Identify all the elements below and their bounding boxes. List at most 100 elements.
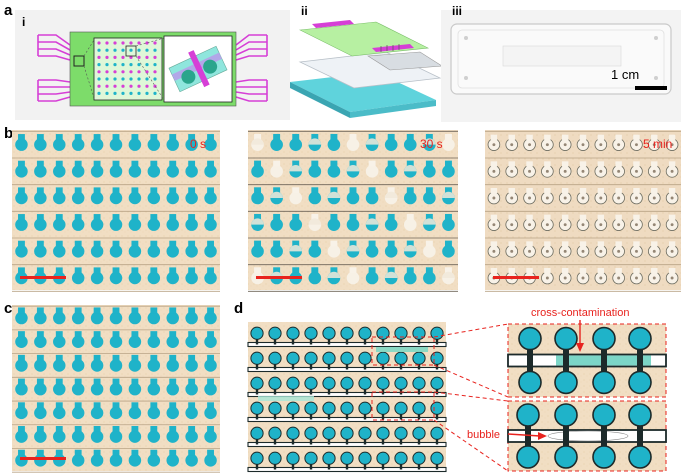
droplet bbox=[430, 401, 444, 415]
droplet bbox=[185, 406, 198, 420]
droplet bbox=[250, 451, 264, 465]
droplet bbox=[340, 401, 354, 415]
panel-d-zoom-bubble bbox=[507, 400, 667, 472]
droplet bbox=[71, 406, 85, 420]
droplet bbox=[204, 165, 217, 178]
droplet bbox=[322, 326, 336, 340]
droplet bbox=[592, 403, 616, 427]
mini-dot bbox=[121, 91, 125, 95]
mini-dot bbox=[97, 48, 101, 52]
droplet bbox=[592, 370, 616, 395]
droplet bbox=[358, 401, 372, 415]
mini-dot bbox=[137, 77, 141, 81]
droplet bbox=[204, 271, 217, 285]
droplet bbox=[185, 165, 198, 178]
droplet bbox=[412, 326, 426, 340]
droplet bbox=[304, 326, 318, 340]
droplet bbox=[166, 382, 179, 396]
droplet bbox=[53, 454, 66, 467]
droplet bbox=[412, 451, 426, 465]
droplet bbox=[128, 359, 142, 372]
droplet bbox=[204, 406, 217, 420]
mini-dot bbox=[97, 70, 101, 74]
droplet bbox=[71, 191, 85, 205]
droplet bbox=[166, 335, 179, 348]
droplet bbox=[128, 382, 142, 396]
droplet bbox=[90, 165, 104, 178]
droplet bbox=[128, 430, 142, 443]
mini-dot bbox=[145, 63, 149, 67]
droplet bbox=[289, 138, 303, 151]
mini-dot bbox=[97, 55, 101, 60]
droplet bbox=[592, 445, 616, 469]
mini-dot bbox=[121, 77, 125, 81]
droplet bbox=[554, 445, 578, 469]
panel-a-iii-photo: iii 1 cm bbox=[441, 4, 681, 122]
mini-dot bbox=[113, 41, 117, 45]
mini-dot bbox=[113, 84, 117, 88]
droplet bbox=[628, 370, 652, 395]
droplet bbox=[308, 271, 322, 285]
droplet bbox=[346, 191, 360, 205]
droplet bbox=[204, 359, 217, 372]
droplet bbox=[403, 218, 417, 231]
droplet bbox=[340, 451, 354, 465]
droplet bbox=[394, 326, 408, 340]
droplet bbox=[442, 245, 455, 258]
droplet bbox=[128, 218, 142, 231]
panel-c-array bbox=[12, 305, 220, 473]
droplet bbox=[166, 311, 179, 325]
droplet bbox=[34, 218, 47, 231]
droplet bbox=[376, 451, 390, 465]
droplet bbox=[128, 454, 142, 467]
droplet bbox=[251, 165, 264, 178]
droplet bbox=[268, 451, 282, 465]
scale-bar bbox=[635, 86, 667, 90]
panel-b-label: b bbox=[4, 125, 13, 142]
right-electrode-fan bbox=[235, 34, 268, 102]
droplet bbox=[147, 165, 161, 178]
zoom-connectors bbox=[371, 323, 509, 472]
droplet bbox=[346, 218, 360, 231]
droplet bbox=[34, 165, 47, 178]
mini-dot bbox=[113, 48, 117, 52]
droplet bbox=[376, 401, 390, 415]
mini-dot bbox=[105, 41, 109, 45]
droplet bbox=[128, 138, 142, 151]
droplet bbox=[90, 271, 104, 285]
mini-dot bbox=[97, 84, 101, 88]
droplet bbox=[34, 311, 47, 325]
droplet bbox=[289, 218, 303, 231]
droplet bbox=[53, 138, 66, 151]
droplet bbox=[90, 218, 104, 231]
droplet bbox=[384, 245, 398, 258]
droplet bbox=[185, 218, 198, 231]
droplet bbox=[384, 138, 398, 151]
droplet bbox=[109, 430, 123, 443]
scale-bar-label: 1 cm bbox=[611, 67, 639, 82]
droplet bbox=[327, 218, 341, 231]
droplet bbox=[251, 245, 264, 258]
droplet bbox=[71, 311, 85, 325]
droplet bbox=[109, 359, 123, 372]
mini-dot bbox=[137, 41, 141, 45]
droplet bbox=[71, 165, 85, 178]
left-electrode-fan bbox=[37, 34, 71, 102]
mini-dot bbox=[153, 55, 157, 60]
droplet bbox=[442, 218, 455, 231]
droplet bbox=[166, 359, 179, 372]
droplet bbox=[109, 218, 123, 231]
droplet bbox=[147, 382, 161, 396]
droplet bbox=[423, 191, 436, 205]
droplet bbox=[268, 376, 282, 390]
mini-dot bbox=[153, 77, 157, 81]
panel-d-zoom-cross-contamination bbox=[507, 323, 667, 398]
droplet bbox=[90, 430, 104, 443]
droplet bbox=[166, 191, 179, 205]
droplet bbox=[128, 311, 142, 325]
mini-dot bbox=[97, 77, 101, 81]
droplet bbox=[166, 271, 179, 285]
panel-a-i-label: i bbox=[22, 15, 25, 29]
droplet bbox=[516, 445, 540, 469]
droplet bbox=[109, 165, 123, 178]
